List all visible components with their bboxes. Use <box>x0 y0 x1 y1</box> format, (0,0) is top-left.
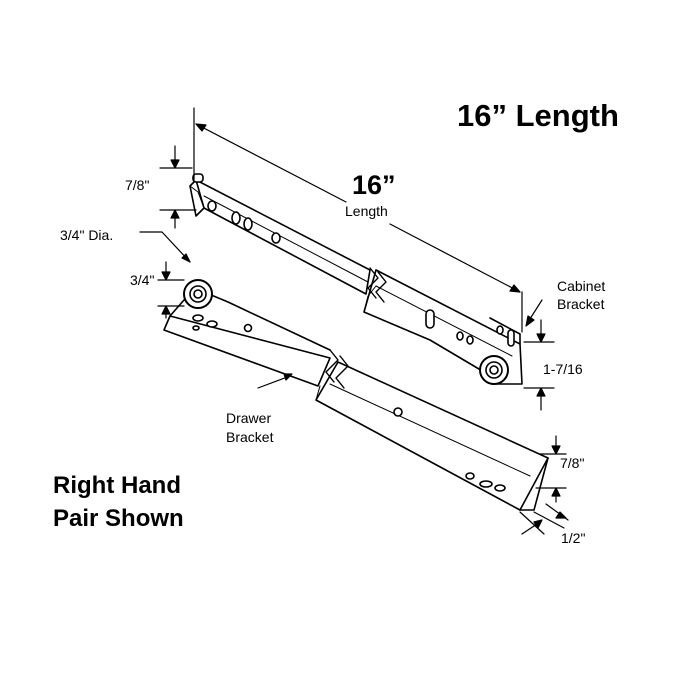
drawer-bracket-label-line1: Drawer <box>226 410 272 426</box>
cabinet-bracket-label-line2: Bracket <box>557 296 605 312</box>
roller-offset-dimension: 3/4" <box>130 272 155 288</box>
cabinet-bracket <box>189 173 523 385</box>
drawer-bracket-label-line2: Bracket <box>226 429 274 445</box>
cabinet-bracket-label-line1: Cabinet <box>557 278 606 294</box>
drawer-width-dimension: 1/2" <box>561 530 586 546</box>
drawer-flange-dimension: 7/8" <box>560 455 585 471</box>
cabinet-height-dimension: 1-7/16 <box>543 361 583 377</box>
caption-line1: Right Hand <box>53 472 181 499</box>
caption-line2: Pair Shown <box>53 505 184 532</box>
top-height-dimension: 7/8" <box>125 177 150 193</box>
roller-diameter-dimension: 3/4" Dia. <box>60 227 114 243</box>
dimension-lines <box>139 107 569 535</box>
length-dimension-value: 16” <box>352 170 396 200</box>
length-dimension-word: Length <box>345 203 388 219</box>
heading-title: 16” Length <box>457 98 619 133</box>
drawer-bracket <box>163 279 549 511</box>
